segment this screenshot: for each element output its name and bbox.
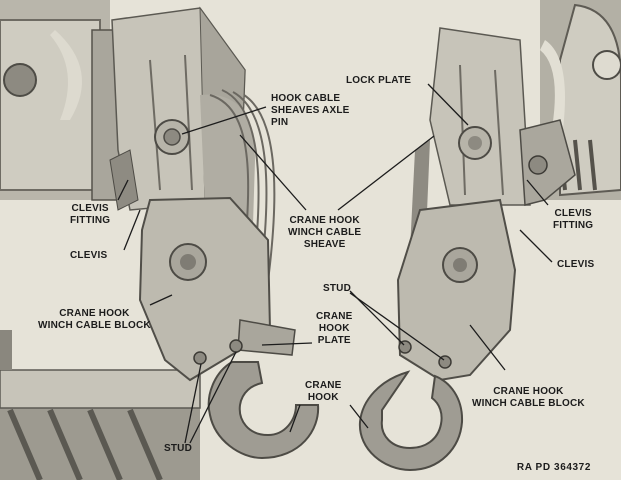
label-clevis-left: CLEVIS [70, 250, 108, 261]
label-clevis-fitting-right: CLEVIS FITTING [553, 208, 594, 231]
figure-reference-code: RA PD 364372 [516, 462, 591, 473]
leader-lines [117, 83, 553, 444]
label-hook-cable-sheaves-axle-pin: HOOK CABLE SHEAVES AXLE PIN [271, 93, 350, 128]
label-stud-top: STUD [323, 283, 352, 294]
label-crane-hook-plate: CRANE HOOK PLATE [316, 311, 353, 346]
label-stud-bottom: STUD [164, 443, 193, 454]
label-crane-hook: CRANE HOOK [305, 380, 342, 403]
label-clevis-right: CLEVIS [557, 259, 595, 270]
label-crane-hook-winch-cable-block-right: CRANE HOOK WINCH CABLE BLOCK [472, 386, 585, 409]
label-crane-hook-winch-cable-sheave: CRANE HOOK WINCH CABLE SHEAVE [288, 215, 362, 250]
right-hook-assembly [358, 27, 576, 472]
left-hook-assembly [109, 6, 320, 460]
label-lock-plate: LOCK PLATE [346, 75, 412, 86]
label-clevis-fitting-left: CLEVIS FITTING [70, 203, 111, 226]
label-crane-hook-winch-cable-block-left: CRANE HOOK WINCH CABLE BLOCK [38, 308, 151, 331]
